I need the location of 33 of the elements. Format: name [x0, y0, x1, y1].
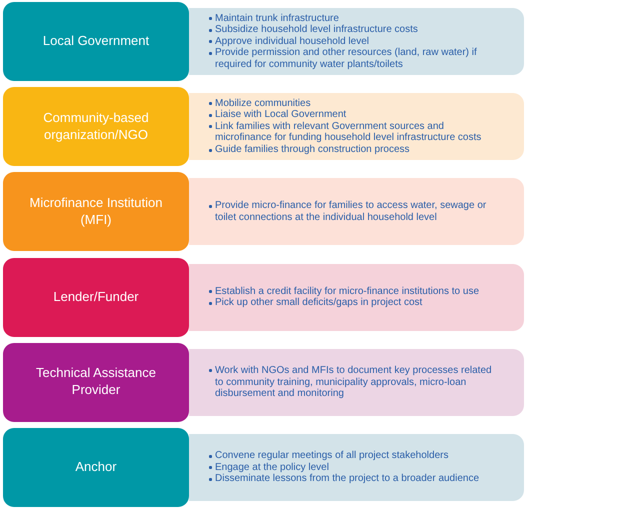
role-box	[3, 258, 189, 337]
responsibility-panel	[189, 264, 524, 331]
bullet-text: Establish a credit facility for micro-finance institutions to use	[215, 286, 479, 298]
bullet-text: Disseminate lessons from the project to a broader audience	[215, 473, 480, 485]
responsibility-panel	[189, 434, 524, 501]
role-name: Anchor	[75, 459, 117, 476]
bullet-text: Liaise with Local Government	[215, 109, 346, 121]
role-name: Community-based organization/NGO	[42, 110, 150, 144]
role-box	[3, 2, 189, 81]
bullet-text: Approve individual household level	[215, 36, 369, 48]
bullet-text: Provide micro-finance for families to access water, sewage or toilet connections at the individual household level	[215, 200, 488, 224]
role-box	[3, 342, 189, 422]
responsibility-panel	[189, 8, 524, 75]
bullet-text: Work with NGOs and MFIs to document key processes related to community training, municipality approvals, micro-loan disbursement and monitoring	[215, 364, 493, 400]
bullet-text: Guide families through construction process	[215, 144, 410, 156]
role-box	[3, 87, 189, 166]
bullet-text: Mobilize communities	[215, 98, 311, 110]
responsibility-panel	[189, 93, 524, 160]
role-name: Lender/Funder	[53, 288, 139, 306]
bullet-text: Maintain trunk infrastructure	[215, 12, 339, 24]
bullet-text: Provide permission and other resources (land, raw water) if required for community water plants/toilets	[215, 47, 478, 70]
bullet-text: Pick up other small deficits/gaps in project cost	[215, 297, 422, 309]
bullet-text: Convene regular meetings of all project stakeholders	[215, 450, 448, 462]
role-name: Local Government	[42, 33, 150, 50]
role-box	[3, 428, 189, 507]
bullet-text: Link families with relevant Government sources and microfinance for funding household level infrastructure costs	[215, 120, 482, 144]
role-name: Microfinance Institution (MFI)	[28, 195, 164, 229]
responsibility-panel	[189, 348, 524, 416]
role-name: Technical Assistance Provider	[35, 365, 157, 400]
responsibility-panel	[189, 178, 524, 246]
role-box	[3, 172, 189, 252]
bullet-text: Engage at the policy level	[215, 462, 329, 474]
bullet-text: Subsidize household level infrastructure costs	[215, 24, 418, 36]
